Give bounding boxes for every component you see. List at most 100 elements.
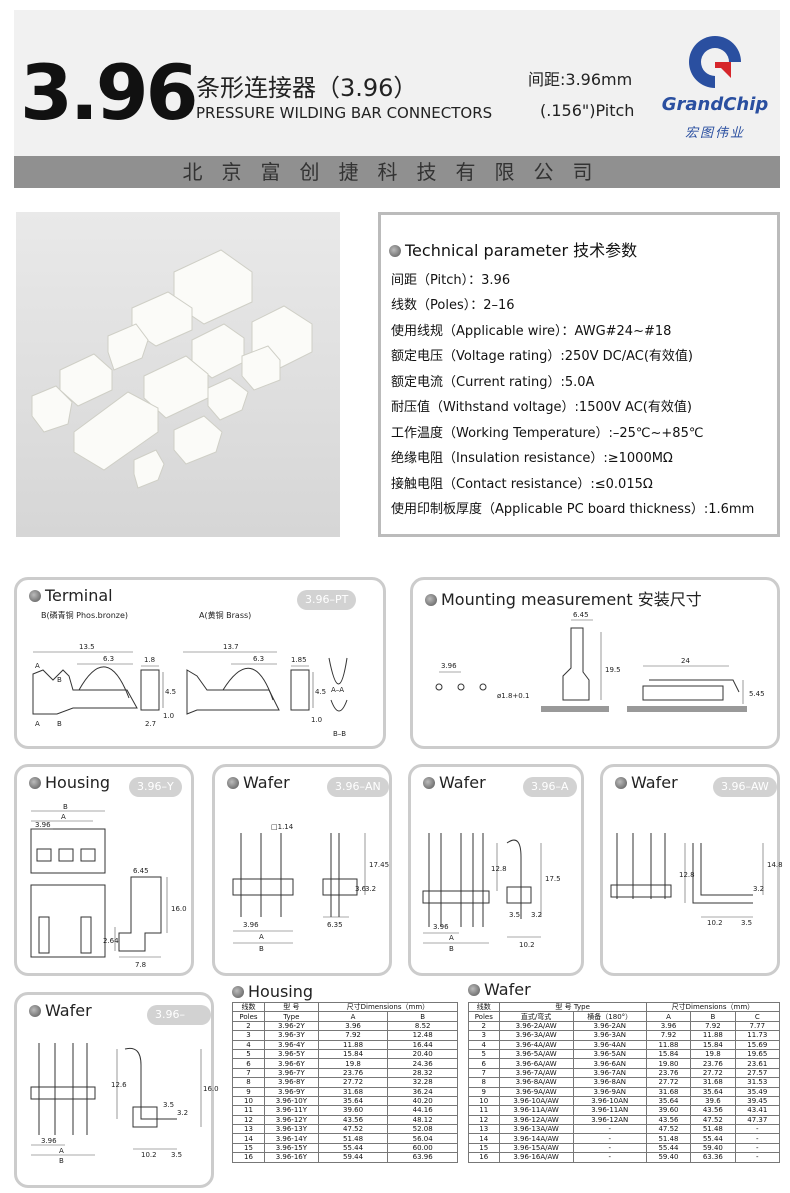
wafer-aw-title: Wafer xyxy=(631,773,678,792)
table-cell: 11.88 xyxy=(317,1039,389,1050)
table-cell: 27.72 xyxy=(317,1077,389,1088)
tech-row: 额定电压（Voltage rating）:250V DC/AC(有效值) xyxy=(391,349,693,364)
table-header: 线数 xyxy=(232,1001,265,1013)
table-cell: 15.84 xyxy=(317,1048,389,1060)
terminal-dim: 1.0 xyxy=(163,712,174,720)
table-cell: 56.04 xyxy=(387,1133,458,1144)
table-cell: 43.56 xyxy=(645,1114,692,1126)
wafer-a-dim: 17.5 xyxy=(545,875,561,883)
table-cell: 27.72 xyxy=(690,1067,736,1079)
bullet-icon xyxy=(29,590,41,602)
table-subheader: B xyxy=(690,1011,736,1022)
table-cell: 11.73 xyxy=(734,1030,781,1041)
table-cell: 3.96-12A/AW xyxy=(498,1114,574,1126)
tech-row: 耐压值（Withstand voltage）:1500V AC(有效值) xyxy=(391,400,692,415)
table-cell: 15 xyxy=(468,1142,500,1154)
table-cell: 16.44 xyxy=(387,1039,458,1050)
wafer-aw-drawing: 12.8 14.8 3.2 10.2 3.5 xyxy=(610,833,783,927)
table-cell: 23.76 xyxy=(690,1058,736,1069)
table-cell: 3.96-13A/AW xyxy=(498,1124,574,1135)
table-cell: 55.44 xyxy=(645,1142,692,1154)
table-cell: - xyxy=(734,1133,781,1144)
table-cell: 3.96-3Y xyxy=(263,1030,319,1041)
wafer-awg-panel: Wafer 3.96–AWG 12.6 16.0 3.2 3.5 3.96 A … xyxy=(14,992,219,1188)
table-cell: 32.28 xyxy=(387,1077,458,1088)
table-subheader: B xyxy=(387,1011,458,1022)
table-cell: 14 xyxy=(232,1133,265,1144)
table-cell: 35.49 xyxy=(734,1086,781,1097)
terminal-dim: 4.5 xyxy=(165,688,176,696)
table-cell: 8.52 xyxy=(387,1020,458,1032)
table-cell: 23.76 xyxy=(645,1067,692,1079)
housing-y-dim: A xyxy=(61,813,66,821)
wafer-a-dim: B xyxy=(449,945,454,953)
table-cell: 31.53 xyxy=(734,1077,781,1088)
wafer-a-dim: 3.2 xyxy=(531,911,542,919)
table-cell: 47.52 xyxy=(690,1114,736,1126)
table-cell: 3.96-12Y xyxy=(263,1114,319,1126)
terminal-dim: B xyxy=(57,676,62,684)
table-cell: 3.96-2A/AW xyxy=(498,1020,574,1032)
table-cell: 7 xyxy=(232,1067,265,1079)
table-cell: 3.96-2Y xyxy=(263,1020,319,1032)
housing-y-dim: B xyxy=(63,803,68,811)
title-cn: 条形连接器（3.96） xyxy=(196,74,418,102)
table-cell: 3.96-4AN xyxy=(572,1039,647,1050)
wafer-aw-tag: 3.96–AW xyxy=(713,777,777,797)
brand-name: GrandChip xyxy=(661,94,769,115)
company-band: 北京富创捷科技有限公司 xyxy=(14,156,780,188)
wafer-table-title: Wafer xyxy=(484,980,531,999)
wafer-an-dim: 3.2 xyxy=(365,885,376,893)
table-cell: 3.96-11A/AW xyxy=(498,1105,574,1116)
wafer-an-drawing: □1.14 17.45 3.2 3.6 3.96 6.35 A B xyxy=(232,823,389,953)
table-cell: 3.96 xyxy=(317,1020,389,1032)
table-cell: 4 xyxy=(232,1039,265,1050)
table-cell: 7 xyxy=(468,1067,500,1079)
table-cell: 3.96-15A/AW xyxy=(498,1142,574,1154)
table-cell: - xyxy=(734,1142,781,1154)
grandchip-logo: GrandChip 宏图伟业 xyxy=(656,34,774,146)
table-cell: 35.64 xyxy=(645,1095,692,1107)
table-cell: 47.52 xyxy=(645,1124,692,1135)
table-header: 型 号 xyxy=(263,1001,319,1013)
table-cell: 3.96-7A/AW xyxy=(498,1067,574,1079)
table-cell: 47.52 xyxy=(317,1124,389,1135)
table-cell: 43.56 xyxy=(317,1114,389,1126)
table-cell: 3.96-8AN xyxy=(572,1077,647,1088)
table-cell: 60.00 xyxy=(387,1142,458,1154)
terminal-dim: 6.3 xyxy=(103,655,114,663)
table-cell: 39.6 xyxy=(690,1095,736,1107)
table-cell: 19.8 xyxy=(317,1058,389,1069)
tech-heading: Technical parameter 技术参数 xyxy=(405,241,638,260)
housing-y-dim: 6.45 xyxy=(133,867,149,875)
terminal-label-b: B(磷青铜 Phos.bronze) xyxy=(41,611,129,620)
housing-y-tag: 3.96–Y xyxy=(129,777,182,797)
table-cell: 7.92 xyxy=(645,1030,692,1041)
table-cell: 3.96-14A/AW xyxy=(498,1133,574,1144)
table-cell: 3.96-10AN xyxy=(572,1095,647,1107)
bullet-icon xyxy=(232,986,244,998)
table-cell: 3.96-9AN xyxy=(572,1086,647,1097)
table-cell: 15.84 xyxy=(645,1048,692,1060)
table-cell: 39.60 xyxy=(317,1105,389,1116)
table-cell: 3.96-5Y xyxy=(263,1048,319,1060)
table-cell: 55.44 xyxy=(317,1142,389,1154)
wafer-awg-dim: 3.2 xyxy=(177,1109,188,1117)
table-header: 尺寸Dimensions（mm） xyxy=(645,1001,781,1013)
wafer-aw-dim: 3.2 xyxy=(753,885,764,893)
table-cell: 59.44 xyxy=(317,1152,389,1163)
table-cell: 16 xyxy=(468,1152,500,1163)
